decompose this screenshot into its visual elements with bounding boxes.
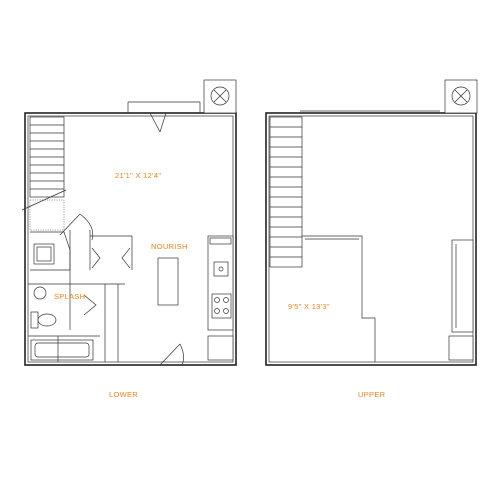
upper-outer-wall (265, 112, 477, 366)
interior-walls (28, 230, 133, 362)
upper-label: UPPER (358, 390, 386, 399)
loft-dimensions: 9'5" X 13'3" (288, 302, 330, 311)
closet-doors (83, 247, 131, 316)
lower-level-plan (21, 79, 237, 366)
loft-railing (302, 235, 376, 362)
balcony-door (149, 112, 167, 133)
upper-level-plan (265, 79, 478, 366)
kitchen (157, 235, 234, 361)
splash-label: SPLASH (54, 292, 85, 301)
closet (30, 213, 94, 271)
living-dimensions: 21'1" X 12'4" (115, 171, 161, 180)
lower-window (127, 101, 201, 113)
upper-stairs (269, 116, 303, 268)
lower-stairs (21, 116, 67, 231)
upper-closet (448, 239, 474, 361)
lower-outer-wall (24, 112, 237, 366)
nourish-label: NOURISH (151, 242, 188, 251)
lower-label: LOWER (109, 390, 138, 399)
hvac-unit-icon (203, 79, 237, 114)
upper-inner-wall (268, 115, 474, 363)
kitchen-island (157, 257, 179, 306)
entry-door (159, 343, 184, 366)
hvac-unit-icon (444, 79, 478, 114)
lower-inner-wall (27, 115, 234, 363)
bath-fixtures (30, 286, 94, 362)
